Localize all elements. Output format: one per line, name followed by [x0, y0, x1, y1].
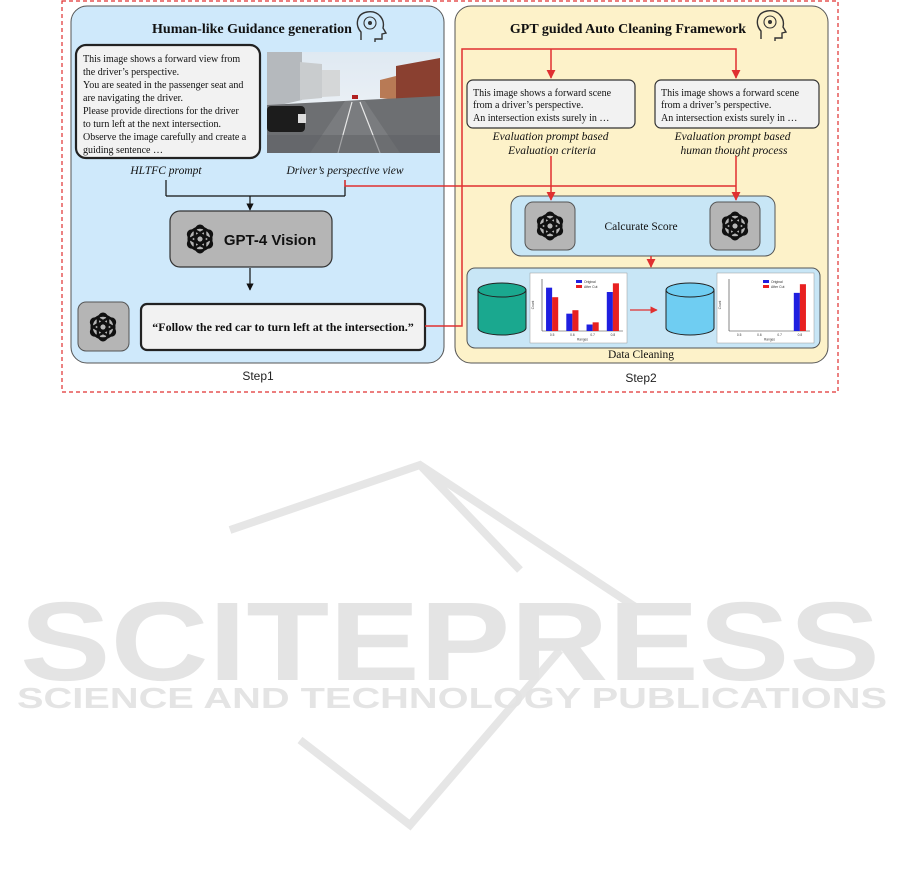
- bar-after-cut-2: [593, 322, 599, 331]
- y-axis-label: Count: [531, 301, 535, 310]
- x-tick-label: 0.5: [550, 333, 555, 337]
- gpt-logo-tile-left: [525, 202, 575, 250]
- legend-swatch: [576, 280, 582, 283]
- legend-swatch: [763, 285, 769, 288]
- guidance-output-text: “Follow the red car to turn left at the …: [152, 320, 414, 334]
- legend-label: Original: [584, 280, 596, 284]
- x-tick-label: 0.7: [777, 333, 782, 337]
- y-axis-label: Count: [718, 301, 722, 310]
- step2-title: GPT guided Auto Cleaning Framework: [510, 22, 746, 37]
- hltfc-prompt-caption: HLTFC prompt: [129, 165, 202, 177]
- legend-label: After Cut: [771, 285, 784, 289]
- bar-after-cut-0: [552, 297, 558, 331]
- bar-after-cut-1: [572, 310, 578, 331]
- x-tick-label: 0.7: [590, 333, 595, 337]
- step1-title: Human-like Guidance generation: [152, 22, 352, 37]
- driver-view-image: [267, 52, 440, 153]
- legend-label: Original: [771, 280, 783, 284]
- gpt-logo-tile-right: [710, 202, 760, 250]
- driver-view-caption: Driver’s perspective view: [285, 165, 403, 177]
- bar-original-3: [794, 293, 800, 331]
- x-tick-label: 0.6: [570, 333, 575, 337]
- legend-swatch: [763, 280, 769, 283]
- bar-original-2: [587, 325, 593, 332]
- gpt-logo-tile-output: [78, 302, 129, 351]
- watermark-sub-text: SCIENCE AND TECHNOLOGY PUBLICATIONS: [17, 683, 887, 715]
- data-cleaning-label: Data Cleaning: [608, 349, 674, 361]
- x-axis-label: Ranges: [577, 338, 588, 342]
- step2-label: Step2: [625, 371, 657, 385]
- x-tick-label: 0.6: [757, 333, 762, 337]
- bar-after-cut-3: [800, 284, 806, 331]
- x-axis-label: Ranges: [764, 338, 775, 342]
- bar-original-3: [607, 292, 613, 331]
- x-tick-label: 0.8: [611, 333, 616, 337]
- step1-label: Step1: [242, 369, 274, 383]
- bar-after-cut-3: [613, 283, 619, 331]
- dataset-cylinder-cleaned: [666, 283, 714, 335]
- legend-swatch: [576, 285, 582, 288]
- x-tick-label: 0.5: [737, 333, 742, 337]
- bar-original-1: [566, 314, 572, 331]
- gpt4-vision-label: GPT-4 Vision: [224, 232, 316, 249]
- bar-original-0: [546, 288, 552, 331]
- dataset-cylinder-original: [478, 283, 526, 335]
- legend-label: After Cut: [584, 285, 597, 289]
- x-tick-label: 0.8: [798, 333, 803, 337]
- calculate-score-label: Calcurate Score: [604, 221, 677, 233]
